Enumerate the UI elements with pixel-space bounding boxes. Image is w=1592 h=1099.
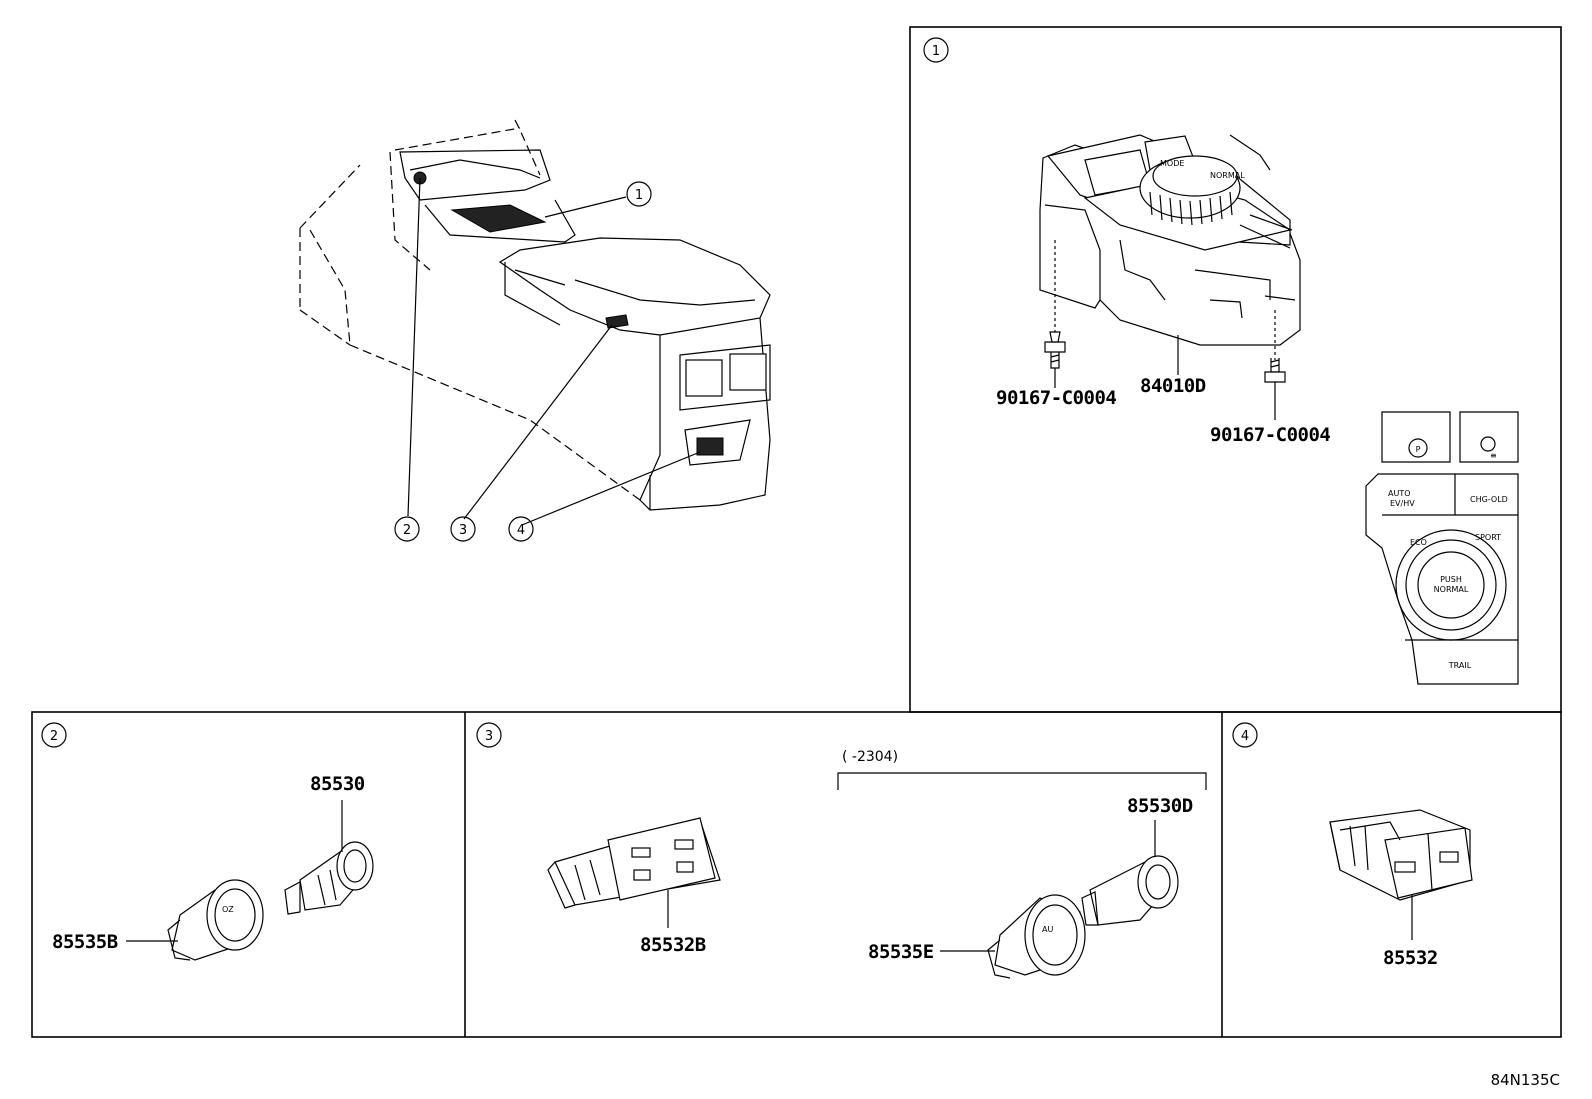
- switch-mini-label: MODE: [1160, 159, 1184, 168]
- diagram-reference: 84N135C: [1491, 1071, 1560, 1089]
- callout-label: 3: [459, 523, 467, 538]
- panel-4-callout: 4: [1232, 722, 1258, 748]
- part-number-85535E: 85535E: [868, 941, 934, 963]
- face-label-push: PUSH: [1440, 575, 1462, 584]
- shift-switch-assembly-drawing: MODE NORMAL: [1039, 134, 1301, 346]
- socket-85530D-drawing: [1081, 855, 1179, 926]
- usb-85532-drawing: [1329, 809, 1473, 901]
- face-label-ev: EV/HV: [1390, 499, 1415, 508]
- rear-usb-location: [696, 437, 724, 456]
- part-number-85532: 85532: [1383, 947, 1438, 969]
- shift-switch-face-view: P ≡ AUTO EV/HV CHG-OLD ECO SPORT PUSH NO…: [1365, 411, 1519, 685]
- panel-1-callout: 1: [923, 37, 949, 63]
- shift-switch-location: [450, 204, 547, 233]
- switch-mini-label: NORMAL: [1210, 171, 1245, 180]
- face-label-p: P: [1416, 445, 1421, 454]
- part-number-85532B: 85532B: [640, 934, 706, 956]
- screw-left: [1044, 240, 1066, 388]
- holder-85535B-drawing: OZ: [167, 879, 264, 961]
- usb-85532B-drawing: [547, 817, 721, 909]
- part-number-85530: 85530: [310, 773, 365, 795]
- rear-vent-left: [685, 359, 723, 397]
- callout-2-overview: 2: [394, 516, 420, 542]
- front-usb-location: [605, 314, 629, 329]
- part-number-90167-left: 90167-C0004: [996, 387, 1116, 409]
- holder-marking: OZ: [222, 905, 234, 914]
- callout-label: 1: [635, 188, 643, 203]
- part-number-84010D: 84010D: [1140, 375, 1206, 397]
- svg-text:3: 3: [485, 729, 493, 744]
- callout-label: 4: [517, 523, 525, 538]
- face-label-eco: ECO: [1410, 538, 1427, 547]
- rear-vent-right: [729, 353, 767, 391]
- face-label-normal: NORMAL: [1434, 585, 1469, 594]
- screw-right: [1264, 310, 1286, 420]
- panel-2-callout: 2: [41, 722, 67, 748]
- part-number-85530D: 85530D: [1127, 795, 1193, 817]
- part-number-90167-right: 90167-C0004: [1210, 424, 1330, 446]
- face-label-chg: CHG-OLD: [1470, 495, 1508, 504]
- svg-text:1: 1: [932, 44, 940, 59]
- range-bracket: [837, 772, 1207, 790]
- bottom-panels-frame: [31, 711, 1562, 1038]
- part-number-85535B: 85535B: [52, 931, 118, 953]
- callout-label: 2: [403, 523, 411, 538]
- socket-85530-drawing: [284, 841, 374, 915]
- face-label-auto: AUTO: [1388, 489, 1411, 498]
- face-label-sport: SPORT: [1475, 533, 1501, 542]
- face-label-trail: TRAIL: [1448, 661, 1472, 670]
- face-label-icon: ≡: [1490, 451, 1497, 460]
- callout-4-overview: 4: [508, 516, 534, 542]
- panel-3-callout: 3: [476, 722, 502, 748]
- holder-marking: AU: [1042, 925, 1053, 934]
- callout-1-overview: 1: [626, 181, 652, 207]
- callout-3-overview: 3: [450, 516, 476, 542]
- center-console-overview: [299, 119, 771, 526]
- svg-text:2: 2: [50, 729, 58, 744]
- range-note: ( -2304): [842, 749, 898, 765]
- holder-85535E-drawing: AU: [987, 894, 1086, 979]
- svg-text:4: 4: [1241, 729, 1249, 744]
